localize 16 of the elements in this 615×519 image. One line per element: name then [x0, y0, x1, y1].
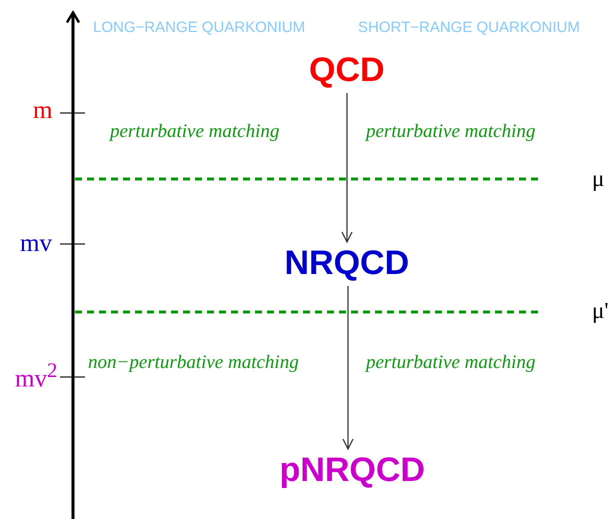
matching-label: perturbative matching [110, 122, 280, 140]
theory-name: QCD [309, 53, 385, 87]
arrow [341, 93, 353, 243]
matching-label: non−perturbative matching [88, 352, 299, 372]
scale-label: m [33, 98, 52, 122]
cutoff-label: μ [592, 166, 604, 190]
matching-label: perturbative matching [366, 122, 536, 140]
scale-label: mv [20, 230, 52, 256]
cutoff-label: μ' [592, 298, 608, 322]
theory-name: pNRQCD [280, 453, 425, 487]
theory-name: NRQCD [284, 246, 410, 280]
region-heading: LONG−RANGE QUARKONIUM [93, 20, 306, 34]
region-heading: SHORT−RANGE QUARKONIUM [358, 20, 580, 34]
scale-label: mv$^{2}$ [15, 360, 58, 391]
arrow [342, 286, 354, 450]
matching-label: perturbative matching [366, 352, 536, 372]
